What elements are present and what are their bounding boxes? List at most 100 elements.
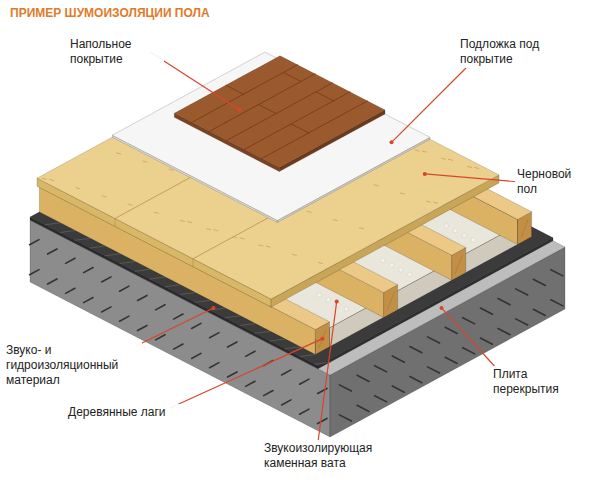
leader-line <box>318 302 337 442</box>
rebar-end <box>480 308 492 314</box>
rebar-end <box>357 405 369 411</box>
rebar-end <box>246 381 255 386</box>
leader-dot <box>212 306 216 310</box>
rebar-end <box>428 367 440 373</box>
rebar-end <box>375 396 387 402</box>
osb-texture <box>359 228 363 229</box>
part-label: Напольное покрытие <box>68 36 164 68</box>
leader-dot <box>440 306 444 310</box>
wool-texture <box>444 224 448 228</box>
rebar-end <box>138 295 147 300</box>
leader-dot <box>423 172 427 176</box>
rebar-end <box>84 268 93 273</box>
part-label: Звукоизолирующая каменная вата <box>262 440 388 472</box>
rebar-end <box>282 400 291 405</box>
joist-grain <box>387 293 394 311</box>
membrane-texture <box>105 254 120 256</box>
osb-texture <box>400 193 404 194</box>
rebar-end <box>339 415 351 421</box>
callout-box: Черновой пол <box>515 166 587 198</box>
rebar-end <box>410 346 422 352</box>
rebar-end <box>210 333 219 338</box>
rebar-end <box>156 305 165 310</box>
plank-line <box>192 65 298 123</box>
leader-group <box>136 52 520 442</box>
wool-texture <box>317 293 321 297</box>
osb-texture <box>333 220 337 221</box>
rebar-end <box>516 289 528 295</box>
membrane-texture <box>90 246 105 248</box>
rebar-end <box>30 270 39 275</box>
callout-box: Напольное покрытие <box>68 36 164 68</box>
leader-line <box>136 308 214 346</box>
callout-box: Деревянные лаги <box>66 404 190 421</box>
rebar-end <box>392 356 404 362</box>
title-box: ПРИМЕР ШУМОИЗОЛЯЦИИ ПОЛА <box>10 6 210 20</box>
rebar-end <box>533 279 545 285</box>
osb-texture <box>266 246 270 247</box>
part-label: Деревянные лаги <box>66 404 190 421</box>
osb-seam <box>115 218 116 226</box>
membrane-texture <box>300 354 315 356</box>
rebar-end <box>48 249 57 254</box>
rebar-end <box>228 342 237 347</box>
osb-texture <box>214 230 218 231</box>
rebar-end <box>282 370 291 375</box>
joist-grain <box>319 330 326 348</box>
rebar-end <box>228 372 237 377</box>
wool-texture <box>471 238 475 242</box>
osb-texture <box>50 179 54 180</box>
rebar-end <box>516 319 528 325</box>
rebar-end <box>246 351 255 356</box>
osb-texture <box>319 263 323 264</box>
osb-texture <box>233 237 237 238</box>
osb-texture <box>467 166 471 167</box>
osb-texture <box>154 212 158 213</box>
leader-dot <box>238 108 242 112</box>
plank-joint <box>291 124 308 133</box>
osb-texture <box>427 201 431 202</box>
osb-texture <box>374 185 378 186</box>
underlay-top <box>112 52 430 220</box>
rebar-end <box>102 277 111 282</box>
osb-texture <box>415 150 419 151</box>
diagram-title: ПРИМЕР ШУМОИЗОЛЯЦИИ ПОЛА <box>10 6 210 20</box>
plank-joint <box>259 105 276 114</box>
rebar-end <box>264 391 273 396</box>
leader-line <box>392 68 467 142</box>
leader-dot <box>390 140 394 144</box>
membrane-texture <box>285 347 300 349</box>
osb-texture <box>441 158 445 159</box>
joist-grain <box>521 220 528 238</box>
wool-texture <box>326 298 330 302</box>
rebar-end <box>445 357 457 363</box>
membrane-texture <box>165 285 180 287</box>
osb-texture <box>143 161 147 162</box>
rebar-end <box>192 353 201 358</box>
rebar-end <box>138 325 147 330</box>
callout-box: Звукоизолирующая каменная вата <box>262 440 388 472</box>
wool-texture <box>344 307 348 311</box>
osb-texture <box>128 204 132 205</box>
plank-line <box>262 101 368 159</box>
plank-line <box>244 92 350 150</box>
callout-box: Звуко- и гидроизоляционный материал <box>4 342 142 389</box>
plank-joint <box>283 72 300 81</box>
membrane-texture <box>75 238 90 240</box>
joist-grain <box>455 255 462 273</box>
osb-texture <box>76 188 80 189</box>
membrane-texture <box>180 292 195 294</box>
floor-covering-top <box>174 56 385 168</box>
leader-line <box>442 308 499 370</box>
osb-texture <box>292 254 296 255</box>
rebar-end <box>120 316 129 321</box>
osb-texture <box>240 238 244 239</box>
rebar-end <box>480 338 492 344</box>
membrane-texture <box>60 230 75 232</box>
osb-texture <box>434 202 438 203</box>
rebar-end <box>84 298 93 303</box>
rebar-end <box>66 258 75 263</box>
membrane-texture <box>255 331 270 333</box>
wool-texture <box>390 263 394 267</box>
